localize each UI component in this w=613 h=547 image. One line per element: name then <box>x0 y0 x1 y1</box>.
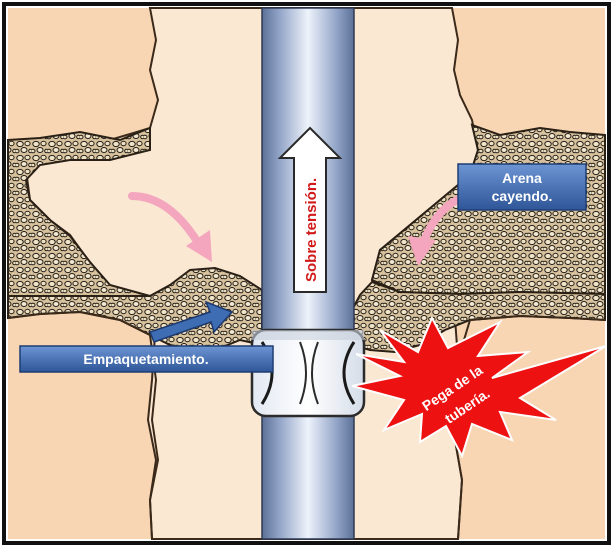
sand-falling-label-line2: cayendo. <box>492 188 553 204</box>
sand-falling-label-line1: Arena <box>502 170 542 186</box>
sand-falling-label-box: Arena cayendo. <box>458 164 586 210</box>
tool-joint <box>252 330 364 416</box>
tension-label: Sobre tensión. <box>303 178 320 282</box>
packing-label: Empaquetamiento. <box>83 351 208 367</box>
packing-label-box: Empaquetamiento. <box>20 346 273 372</box>
